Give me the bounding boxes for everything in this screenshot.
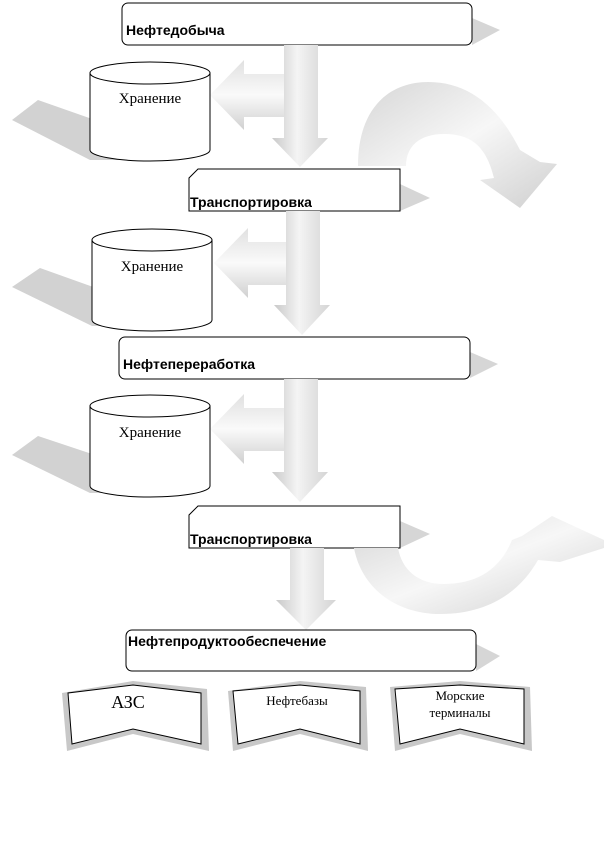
gas-stations-shape <box>62 681 209 751</box>
storage-label-2: Хранение <box>121 259 184 275</box>
down-arrow-icon <box>272 379 328 502</box>
storage-cylinder-2 <box>91 228 213 332</box>
left-arrow-icon <box>210 394 284 464</box>
left-arrow-icon <box>210 60 284 130</box>
product-supply-box <box>125 629 477 672</box>
product-supply-label: Нефтепродуктообеспечение <box>128 633 327 649</box>
sea-terminals-label-line2: терминалы <box>429 705 490 720</box>
box-shadow <box>470 352 498 378</box>
transportation-label-1: Транспортировка <box>190 194 312 210</box>
box-shadow <box>400 521 430 548</box>
box-shadow <box>400 184 430 211</box>
storage-label-1: Хранение <box>119 91 182 107</box>
box-shadow <box>476 644 500 671</box>
curved-arrow-icon <box>354 516 604 614</box>
left-arrow-icon <box>214 228 286 298</box>
sea-terminals-label-line1: Морские <box>435 688 484 703</box>
transportation-label-2: Транспортировка <box>190 531 312 547</box>
oil-depots-label: Нефтебазы <box>266 693 328 708</box>
oil-production-label: Нефтедобыча <box>126 22 225 38</box>
down-arrow-icon <box>274 211 330 335</box>
down-arrow-icon <box>272 45 328 167</box>
sea-terminals-shape <box>390 681 532 751</box>
refining-label: Нефтепереработка <box>123 356 255 372</box>
storage-cylinder-3 <box>89 394 211 498</box>
storage-label-3: Хранение <box>119 425 182 441</box>
down-arrow-icon <box>276 548 336 630</box>
gas-stations-label: АЗС <box>111 692 145 712</box>
storage-cylinder-1 <box>89 61 211 162</box>
box-shadow <box>472 18 500 45</box>
oil-depots-shape <box>228 681 368 751</box>
curved-arrow-icon <box>358 82 557 208</box>
